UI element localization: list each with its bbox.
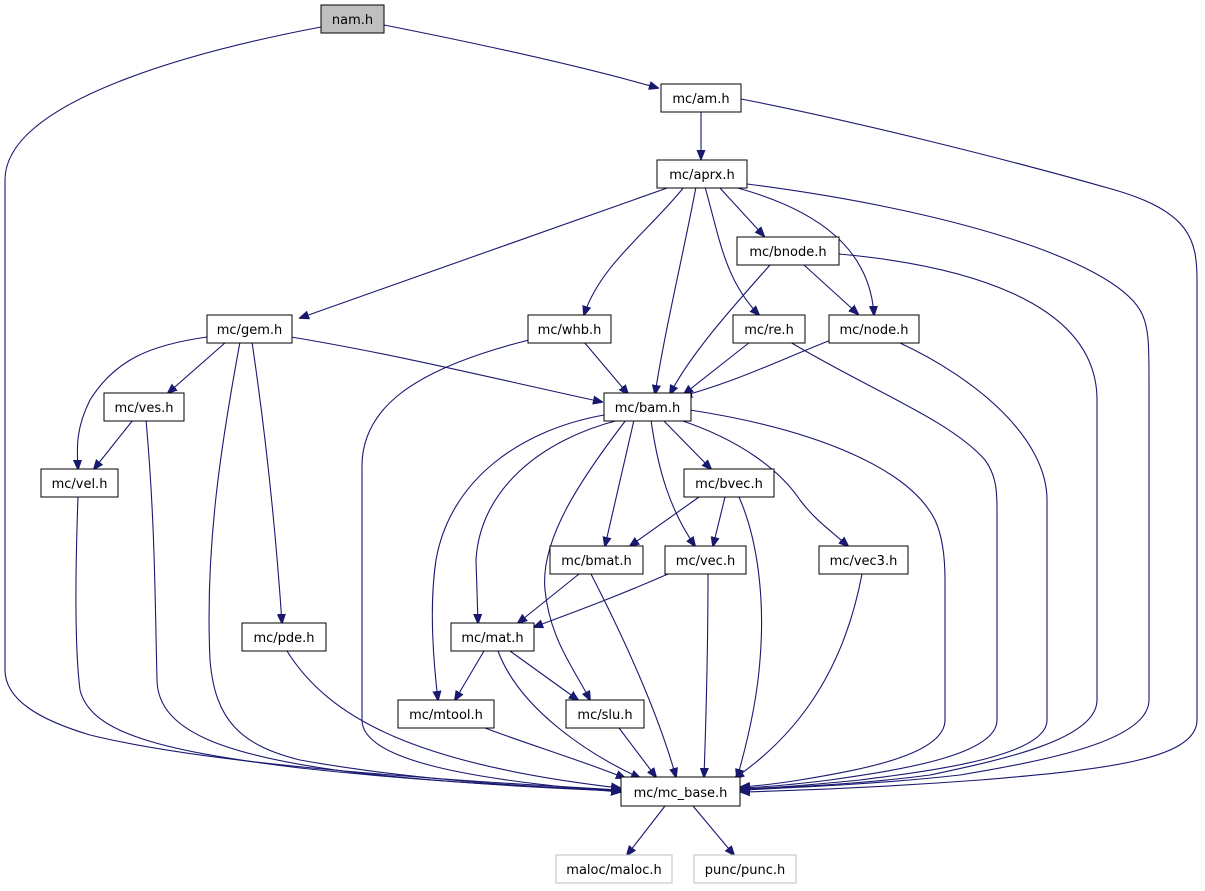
node-mc-vec3-h[interactable]: mc/vec3.h: [818, 545, 909, 575]
node-label: mc/bmat.h: [561, 554, 632, 569]
node-label: mc/mc_base.h: [634, 786, 728, 801]
dependency-edges: [4, 24, 1198, 855]
node-punc-punc-h: punc/punc.h: [693, 854, 797, 884]
edge-bam-to-vec3: [679, 419, 848, 546]
node-label: mc/gem.h: [217, 323, 282, 338]
edge-gem-to-vel: [77, 336, 208, 469]
node-mc-whb-h[interactable]: mc/whb.h: [527, 314, 612, 344]
node-label: mc/whb.h: [538, 323, 602, 338]
node-nam-h: nam.h: [320, 4, 385, 34]
edge-vel-to-mc-base: [75, 496, 620, 790]
edge-mc-base-to-maloc: [627, 805, 666, 855]
edge-aprx-to-bnode: [718, 186, 764, 236]
edge-mat-to-mc-base: [497, 650, 640, 778]
edge-mtool-to-mc-base: [484, 727, 625, 778]
edge-bnode-to-bam: [670, 264, 771, 394]
edge-bam-to-mtool: [431, 414, 605, 700]
node-mc-mc-base-h[interactable]: mc/mc_base.h: [620, 776, 741, 807]
edge-ves-to-vel: [94, 419, 134, 469]
node-label: punc/punc.h: [705, 863, 786, 878]
node-mc-pde-h[interactable]: mc/pde.h: [241, 622, 327, 652]
edge-am-to-mc-base: [741, 98, 1198, 792]
edge-bam-to-mat: [476, 419, 620, 623]
edge-vec3-to-mc-base: [735, 573, 863, 778]
node-mc-bmat-h[interactable]: mc/bmat.h: [549, 545, 644, 575]
node-label: maloc/maloc.h: [566, 863, 661, 878]
edge-gem-to-pde: [251, 341, 282, 623]
edge-mat-to-mtool: [455, 650, 485, 700]
edge-gem-to-ves: [168, 341, 227, 393]
node-mc-slu-h[interactable]: mc/slu.h: [565, 699, 645, 729]
node-label: mc/vec3.h: [830, 554, 898, 569]
edge-re-to-bam: [684, 341, 751, 394]
edge-vec-to-mc-base: [704, 573, 708, 777]
node-label: mc/am.h: [672, 92, 729, 107]
edge-slu-to-mc-base: [618, 727, 656, 777]
edge-bam-to-slu: [544, 419, 627, 700]
node-label: mc/mtool.h: [409, 708, 483, 723]
node-mc-mtool-h[interactable]: mc/mtool.h: [397, 699, 495, 729]
edge-gem-to-mc-base: [208, 341, 620, 791]
node-mc-am-h[interactable]: mc/am.h: [660, 83, 742, 113]
node-label: mc/aprx.h: [669, 168, 734, 183]
node-mc-bnode-h[interactable]: mc/bnode.h: [736, 236, 840, 266]
node-mc-bam-h[interactable]: mc/bam.h: [603, 392, 692, 422]
node-mc-aprx-h[interactable]: mc/aprx.h: [656, 159, 748, 189]
edge-aprx-to-mc-base: [741, 183, 1150, 790]
node-label: mc/node.h: [839, 323, 908, 338]
node-mc-bvec-h[interactable]: mc/bvec.h: [683, 468, 775, 498]
edge-vec-to-mat: [534, 573, 669, 627]
edge-nam-to-mc-base: [4, 26, 620, 790]
edge-aprx-to-node: [733, 186, 874, 315]
node-label: mc/re.h: [744, 323, 794, 338]
edge-bnode-to-mc-base: [741, 253, 1098, 789]
edge-bmat-to-mat: [518, 573, 580, 623]
node-mc-re-h[interactable]: mc/re.h: [732, 314, 806, 344]
node-label: mc/ves.h: [114, 401, 173, 416]
node-mc-ves-h[interactable]: mc/ves.h: [103, 392, 185, 422]
edge-node-to-bam: [683, 339, 832, 396]
edge-aprx-to-re: [704, 186, 759, 315]
edge-gem-to-bam: [290, 336, 602, 402]
edge-bam-to-mc-base: [689, 409, 946, 787]
node-label: mc/bnode.h: [749, 245, 826, 260]
edge-bnode-to-node: [803, 264, 858, 314]
node-label: mc/vec.h: [676, 554, 735, 569]
node-mc-mat-h[interactable]: mc/mat.h: [450, 622, 535, 652]
edge-ves-to-mc-base: [145, 419, 620, 791]
edge-aprx-to-gem: [300, 186, 671, 318]
edge-bam-to-vec: [650, 419, 695, 546]
edge-bvec-to-mc-base: [737, 496, 763, 778]
edge-mc-base-to-punc: [692, 805, 734, 855]
node-mc-vel-h[interactable]: mc/vel.h: [40, 468, 119, 498]
edge-bam-to-bvec: [662, 419, 711, 469]
node-label: mc/pde.h: [253, 631, 314, 646]
node-mc-vec-h[interactable]: mc/vec.h: [664, 545, 747, 575]
node-label: mc/mat.h: [461, 631, 523, 646]
edge-bmat-to-mc-base: [590, 573, 676, 777]
edge-whb-to-bam: [583, 341, 628, 394]
node-maloc-maloc-h: maloc/maloc.h: [555, 854, 673, 884]
file-nodes: nam.h mc/am.h mc/aprx.h mc/bnode.h mc/ge…: [40, 4, 920, 884]
edge-mat-to-slu: [509, 650, 578, 700]
node-label: mc/bam.h: [615, 401, 680, 416]
edge-pde-to-mc-base: [286, 650, 620, 788]
node-label: mc/slu.h: [577, 708, 632, 723]
edge-re-to-mc-base: [741, 341, 998, 788]
node-label: mc/bvec.h: [695, 477, 763, 492]
edge-node-to-mc-base: [741, 341, 1048, 789]
edge-bvec-to-vec: [713, 496, 726, 546]
node-label: nam.h: [332, 13, 373, 28]
edge-bam-to-bmat: [605, 419, 635, 546]
node-mc-node-h[interactable]: mc/node.h: [828, 314, 920, 344]
edge-nam-to-am: [383, 24, 658, 88]
edge-bvec-to-bmat: [630, 496, 700, 546]
node-mc-gem-h[interactable]: mc/gem.h: [206, 314, 293, 344]
node-label: mc/vel.h: [52, 477, 108, 492]
edge-aprx-to-whb: [584, 186, 685, 315]
edge-aprx-to-bam: [655, 186, 697, 394]
